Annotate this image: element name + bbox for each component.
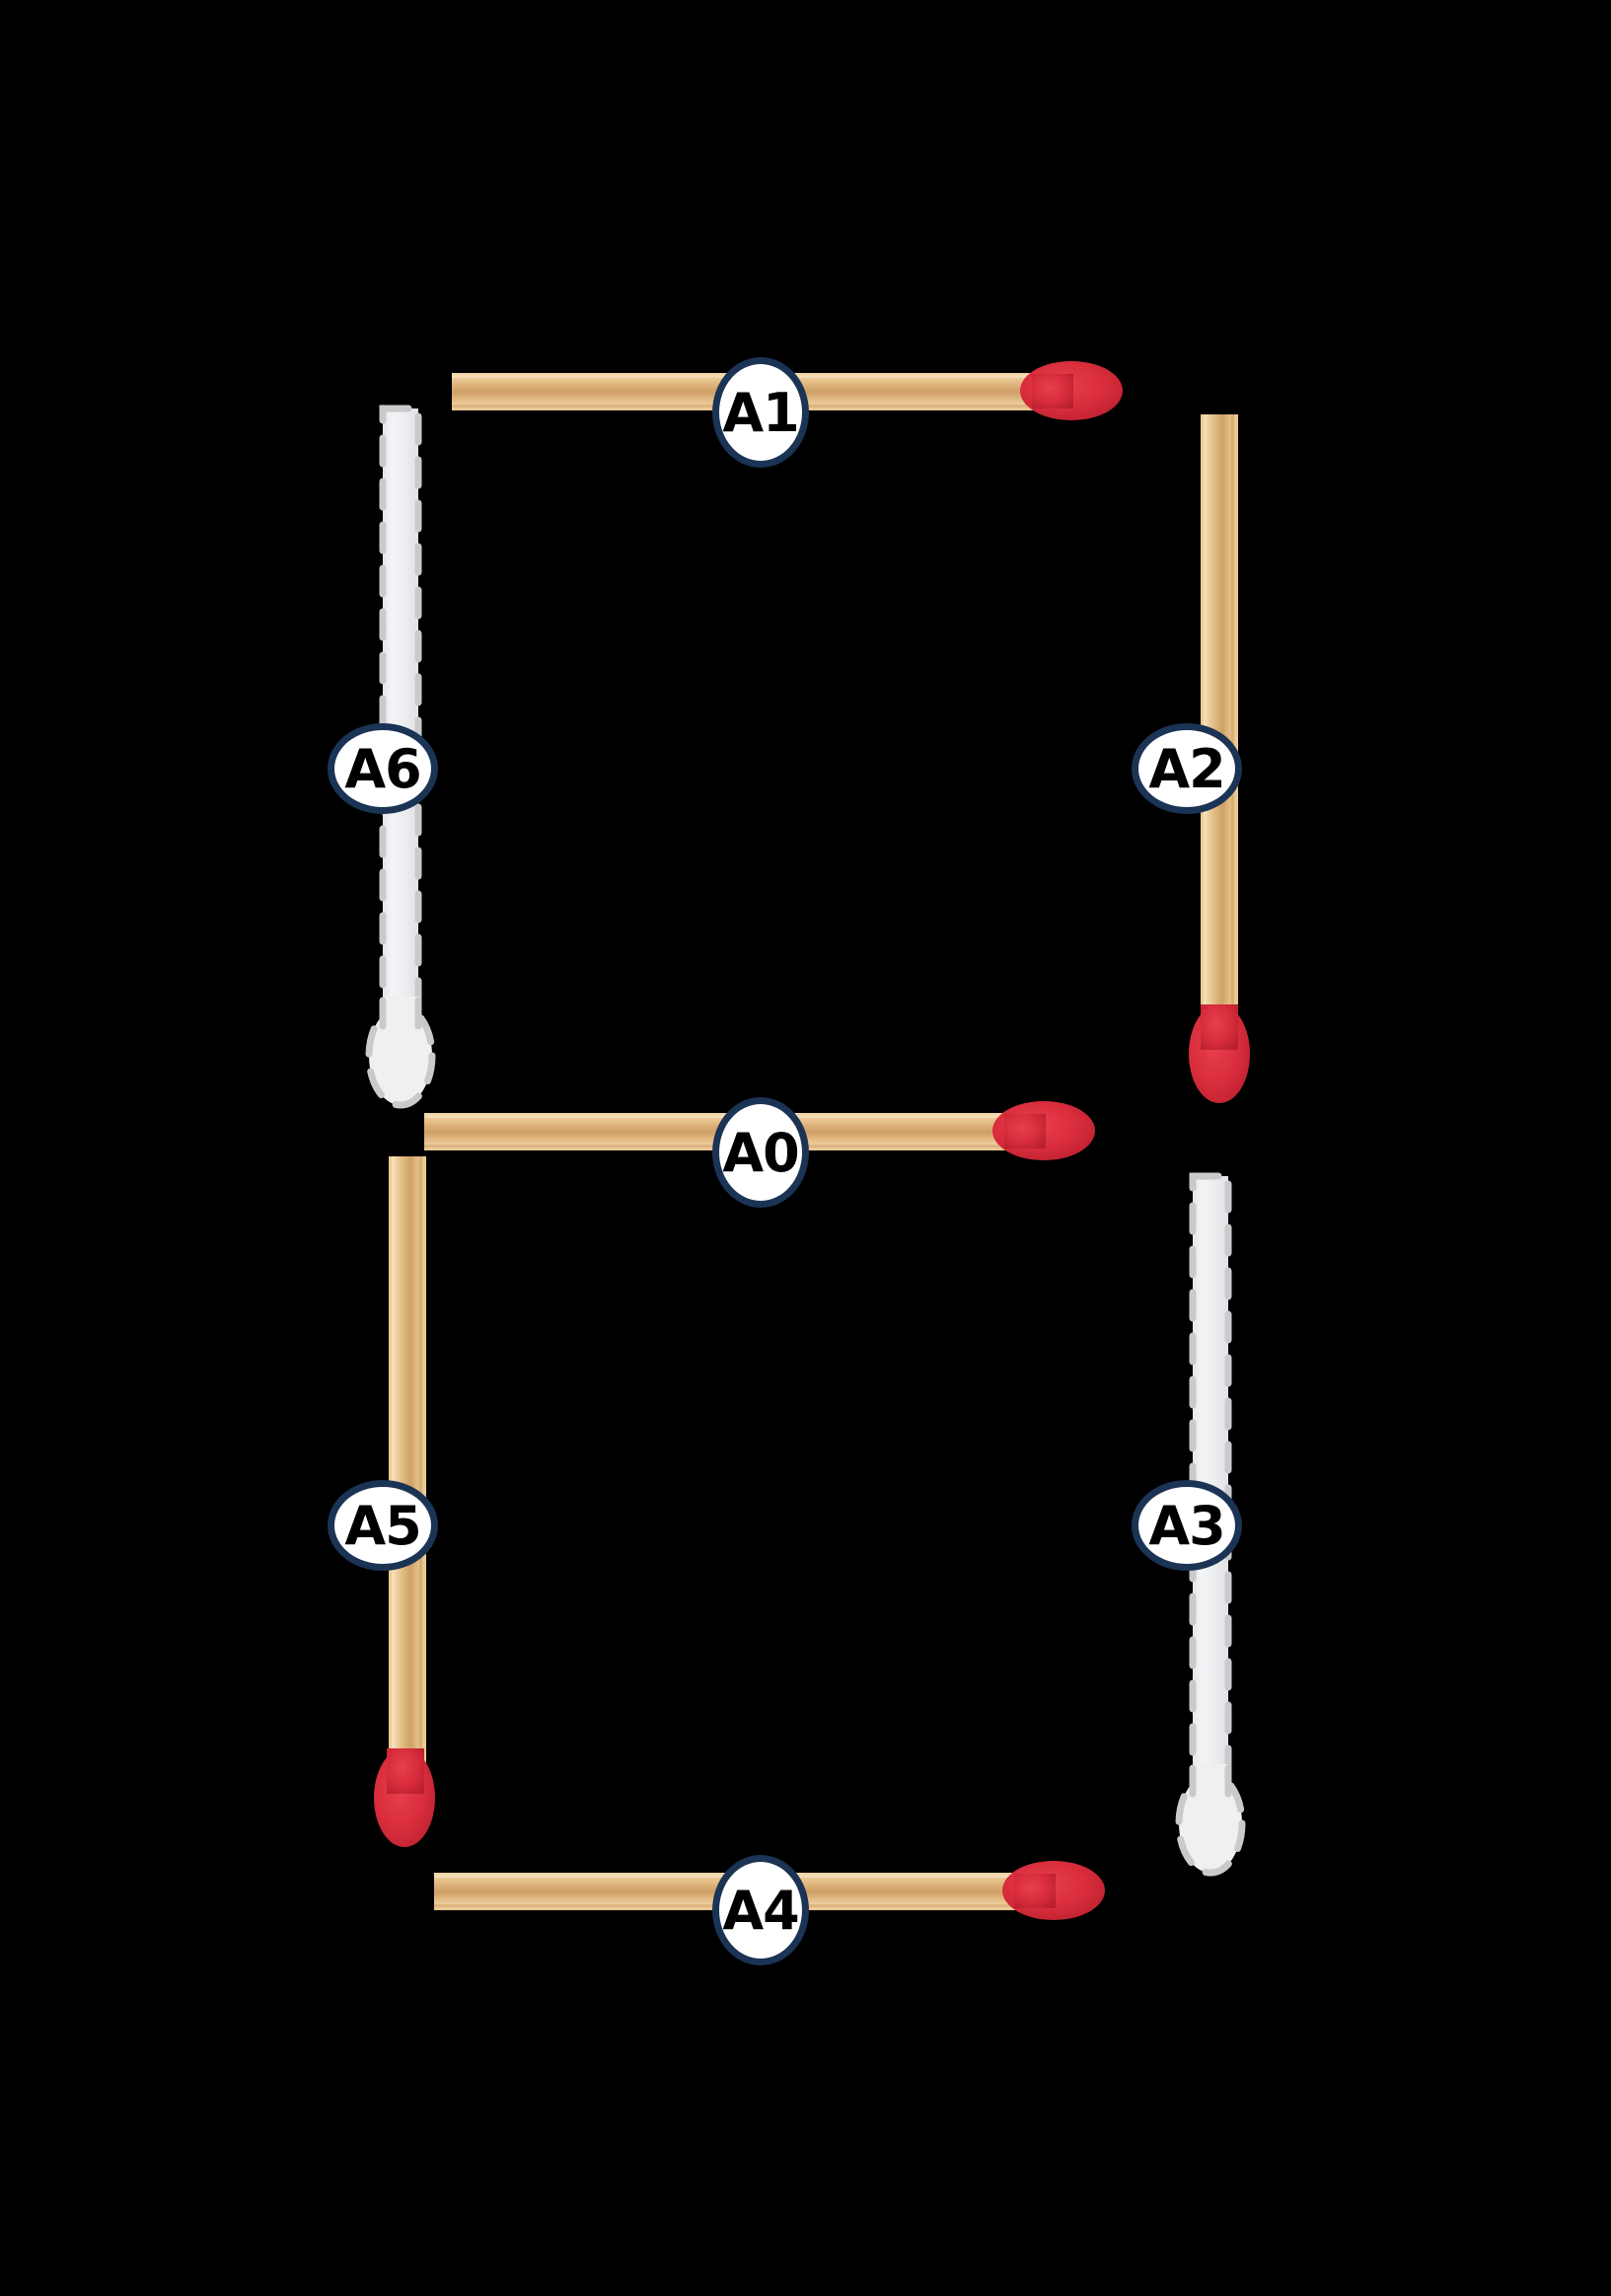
segment-label-a0-text: A0 (722, 1121, 799, 1184)
segment-label-a2-text: A2 (1148, 737, 1225, 800)
segment-a5[interactable] (374, 1156, 464, 1906)
segment-label-a5[interactable]: A5 (328, 1480, 438, 1571)
segment-label-a6[interactable]: A6 (328, 723, 438, 814)
segment-label-a3[interactable]: A3 (1132, 1480, 1242, 1571)
segment-label-a1[interactable]: A1 (712, 357, 809, 468)
segment-label-a4[interactable]: A4 (712, 1855, 809, 1965)
segment-label-a0[interactable]: A0 (712, 1097, 809, 1208)
segment-a3-graphic (1175, 1172, 1246, 1877)
segment-a2-graphic (1189, 414, 1250, 1103)
segment-a2[interactable] (1187, 414, 1276, 1164)
segment-a5-graphic (374, 1156, 435, 1847)
segment-label-a4-text: A4 (722, 1879, 799, 1942)
segment-label-a5-text: A5 (344, 1494, 421, 1557)
segment-label-a1-text: A1 (722, 381, 799, 444)
segment-a3[interactable] (1175, 1172, 1268, 1912)
segment-label-a2[interactable]: A2 (1132, 723, 1242, 814)
segment-label-a6-text: A6 (344, 737, 421, 800)
segment-label-a3-text: A3 (1148, 1494, 1225, 1557)
